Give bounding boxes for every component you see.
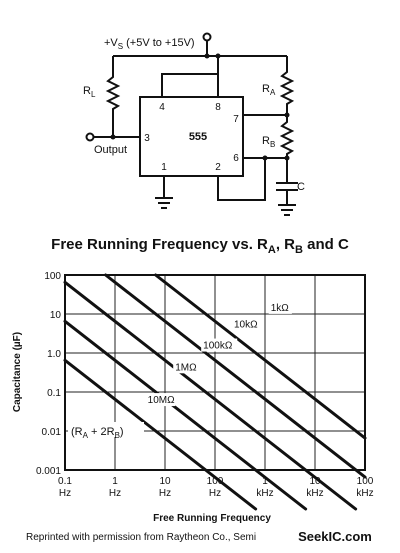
chart-ticks: 0.1Hz1Hz10Hz100Hz1kHz10kHz100kHz100101.0…: [36, 271, 374, 499]
series-label: 1kΩ: [271, 303, 290, 314]
ra-resistor: [279, 56, 295, 115]
y-tick-label: 10: [50, 310, 62, 321]
pin-1-label: 1: [161, 162, 167, 173]
series-label: 10MΩ: [148, 395, 175, 406]
ic-555: [139, 96, 244, 177]
x-tick-unit: Hz: [59, 488, 71, 499]
x-tick-label: 0.1: [58, 476, 72, 487]
pin-2-label: 2: [215, 162, 221, 173]
x-tick-unit: Hz: [209, 488, 221, 499]
rl-label: RL: [83, 85, 96, 99]
series-label-bg: [268, 300, 292, 314]
x-axis-label: Free Running Frequency: [153, 513, 271, 524]
rl-resistor: [105, 56, 121, 137]
x-tick-label: 10: [159, 476, 171, 487]
watermark: SeekIC.com: [298, 529, 372, 544]
ground-symbol: [155, 176, 173, 209]
chart-series: [63, 273, 367, 511]
series-label-bg: [173, 360, 197, 374]
rb-label: RB: [262, 135, 275, 149]
series-label-bg: [201, 338, 238, 352]
junction-dot: [204, 53, 210, 59]
annotation-bg: [68, 422, 144, 437]
x-tick-unit: kHz: [356, 488, 373, 499]
pin-7-label: 7: [233, 114, 239, 125]
y-tick-label: 1.0: [47, 349, 61, 360]
series-label: 100kΩ: [203, 341, 233, 352]
series-label: 10kΩ: [234, 320, 258, 331]
junction-dot: [284, 155, 290, 161]
series-label-bg: [145, 393, 176, 407]
rb-resistor: [279, 115, 295, 183]
supply-terminal: [202, 32, 212, 42]
y-tick-label: 100: [44, 271, 61, 282]
ground-symbol: [278, 204, 296, 216]
annotation-ra-2rb: (RA + 2RB): [71, 426, 124, 440]
y-tick-label: 0.01: [42, 427, 62, 438]
supply-label: +VS(+5V to +15V): [104, 37, 195, 51]
capacitor: [276, 182, 298, 205]
x-tick-unit: kHz: [306, 488, 323, 499]
ra-label: RA: [262, 83, 276, 97]
output-terminal: [85, 132, 95, 142]
x-tick-unit: kHz: [256, 488, 273, 499]
x-tick-unit: Hz: [159, 488, 171, 499]
pin2-wire: [217, 158, 266, 201]
series-label: 1MΩ: [175, 362, 197, 373]
series-line: [104, 273, 367, 479]
x-tick-label: 1: [262, 476, 268, 487]
footer-credit: Reprinted with permission from Raytheon …: [26, 532, 256, 543]
pin-8-label: 8: [215, 102, 221, 113]
series-line: [63, 280, 358, 511]
pin-6-label: 6: [233, 153, 239, 164]
chart-frame: [64, 274, 366, 471]
c-label: C: [297, 181, 305, 193]
series-line: [63, 319, 308, 511]
x-tick-label: 100: [357, 476, 374, 487]
y-tick-label: 0.001: [36, 466, 61, 477]
series-line: [63, 358, 258, 511]
ic-label: 555: [189, 131, 207, 143]
series-label-bg: [232, 317, 262, 331]
x-tick-unit: Hz: [109, 488, 121, 499]
pin-4-label: 4: [159, 102, 165, 113]
chart-title: Free Running Frequency vs. RA, RB and C: [51, 236, 349, 256]
pin-3-label: 3: [144, 133, 150, 144]
series-line: [154, 273, 367, 440]
y-axis-label: Capacitance (µF): [12, 332, 23, 412]
pin4-pin8-wire: [161, 56, 219, 97]
junction-dot: [110, 134, 116, 140]
x-tick-label: 100: [207, 476, 224, 487]
x-tick-label: 1: [112, 476, 118, 487]
y-tick-label: 0.1: [47, 388, 61, 399]
x-tick-label: 10: [309, 476, 321, 487]
output-label: Output: [94, 144, 127, 156]
schematic: +VS(+5V to +15V) RL Output 555 4 8 3 7 6…: [83, 32, 305, 216]
